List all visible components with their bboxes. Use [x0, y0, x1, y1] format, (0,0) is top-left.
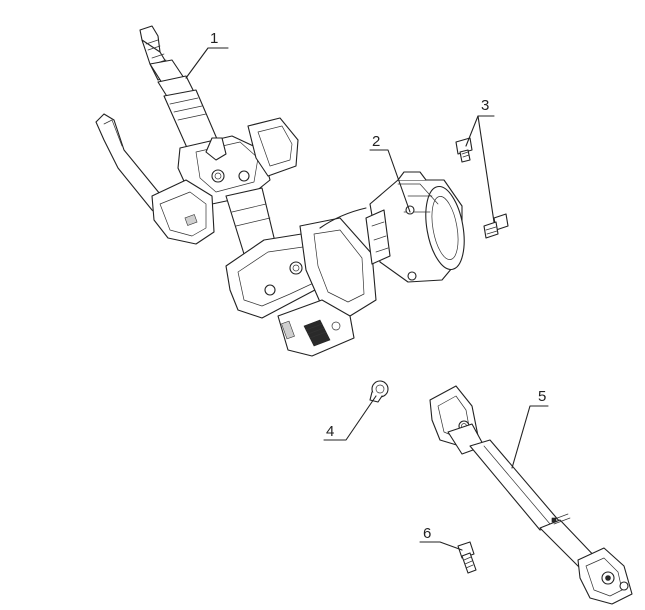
part-4-nut — [369, 380, 389, 403]
callout-6: 6 — [423, 525, 431, 542]
leader-6 — [419, 541, 463, 551]
callout-5: 5 — [538, 388, 546, 405]
callout-4: 4 — [326, 423, 334, 440]
leader-5 — [511, 405, 549, 469]
callout-2: 2 — [372, 133, 380, 150]
leader-2 — [369, 149, 411, 213]
part-5-intermediate-shaft — [429, 385, 633, 605]
part-3-bolts — [455, 137, 509, 239]
callout-1: 1 — [210, 30, 218, 47]
callout-3: 3 — [481, 97, 489, 114]
leader-lines — [185, 47, 549, 551]
leader-3b — [477, 115, 495, 223]
part-1-steering-column — [95, 25, 377, 357]
part-6-bolt — [457, 541, 477, 574]
leader-4 — [323, 395, 377, 441]
part-2-motor — [365, 171, 465, 283]
leader-1 — [185, 47, 229, 79]
callout-labels: 1 2 3 4 5 6 — [210, 30, 546, 542]
